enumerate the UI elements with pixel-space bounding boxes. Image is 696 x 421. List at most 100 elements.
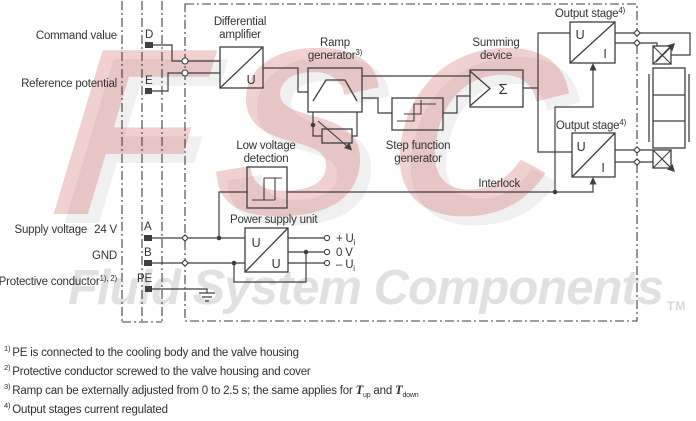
label-plus-ui-sub: i	[354, 238, 356, 247]
wire-summing-to-output-stages	[523, 32, 572, 153]
label-output-stage-2-text: Output stage	[556, 120, 619, 132]
symbol-diffamp-u: U	[247, 73, 256, 87]
interlock-arrow-os1	[589, 63, 597, 71]
watermark-text: Fluid System Components	[68, 261, 664, 315]
connector-circle-d	[181, 57, 189, 65]
output-circle-plus-ui	[323, 234, 331, 242]
earth-ground-icon	[199, 292, 215, 302]
label-step-function-2: generator	[394, 153, 442, 165]
trademark-symbol: TM	[667, 299, 687, 313]
label-output-stage-1: Output stage4)	[555, 6, 626, 20]
wire-reference-potential	[151, 72, 220, 92]
solenoid-bottom-box	[652, 149, 672, 169]
label-output-stage-1-sup: 4)	[618, 6, 625, 15]
output-stage-1-box	[569, 21, 616, 64]
diagram-labels: Command value Reference potential Supply…	[0, 6, 627, 288]
output-stage-1-diagonal	[569, 21, 616, 64]
junction-0v-loop	[303, 249, 309, 255]
symbol-psu-u-bottom: U	[272, 257, 281, 271]
terminal-pads	[144, 42, 153, 292]
terminal-pad-d	[145, 42, 153, 48]
footnote-4-mark: 4)	[4, 401, 11, 410]
footnote-3-sub-down: down	[402, 392, 419, 400]
wire-supply-to-lvd	[218, 191, 247, 238]
solenoid-bottom-arrow-line	[655, 152, 672, 169]
footnote-3-text-mid: and	[370, 384, 396, 397]
potentiometer-arrow-line	[317, 120, 349, 148]
step-function-symbol	[397, 100, 436, 122]
terminal-label-d: D	[145, 29, 153, 41]
label-ramp-generator-1: Ramp	[320, 37, 350, 49]
label-ramp-generator-text: generator	[308, 50, 356, 62]
label-output-stage-1-text: Output stage	[555, 8, 618, 20]
label-gnd: GND	[92, 250, 117, 262]
footnote-4-text: Output stages current regulated	[12, 403, 168, 416]
label-protective-conductor-sup: 1), 2)	[100, 274, 118, 283]
label-plus-ui: + Ui	[336, 233, 356, 247]
valve-side-rails	[648, 74, 690, 142]
footnote-2: 2)Protective conductor screwed to the va…	[4, 363, 311, 378]
connector-diamond-os1-a	[633, 29, 641, 37]
footnote-2-mark: 2)	[4, 363, 11, 372]
wire-output-stage2-to-solenoid	[615, 149, 653, 163]
terminal-pad-pe	[145, 286, 152, 292]
wire-pe	[151, 288, 208, 293]
solenoid-top-arrowhead	[667, 43, 675, 51]
valve-section-dividers	[653, 94, 685, 122]
power-supply-diagonal	[244, 227, 289, 273]
label-differential-amplifier-2: amplifier	[219, 29, 261, 41]
interlock-arrow-os2	[589, 177, 597, 185]
wire-output-stage1-to-solenoid	[615, 32, 691, 56]
solenoid-bottom-arrowhead	[667, 164, 675, 172]
label-output-stage-2: Output stage4)	[556, 118, 627, 132]
low-voltage-detection-box	[246, 166, 288, 209]
footnote-1: 1)PE is connected to the cooling body an…	[4, 344, 299, 359]
symbol-os2-i: I	[601, 161, 604, 175]
potentiometer-arrowhead	[344, 142, 352, 151]
junction-potentiometer	[310, 122, 316, 128]
wire-step-to-summing	[443, 95, 470, 114]
boundary-lines	[121, 1, 638, 323]
terminal-label-pe: PE	[137, 273, 152, 285]
label-summing-device-1: Summing	[472, 37, 519, 49]
junction-gnd-loop	[231, 260, 237, 266]
wire-interlock	[287, 181, 594, 193]
label-ramp-generator-2: generator3)	[308, 48, 363, 62]
terminal-pad-a	[144, 235, 152, 241]
label-differential-amplifier-1: Differential	[214, 16, 266, 28]
label-ramp-generator-sup: 3)	[355, 48, 362, 57]
junction-supply-lvd	[216, 235, 222, 241]
amplifier-card-border	[184, 3, 638, 322]
label-minus-ui: – Ui	[336, 259, 355, 273]
ground-symbol	[199, 292, 215, 302]
label-minus-ui-text: – U	[336, 259, 353, 271]
footnote-1-text: PE is connected to the cooling body and …	[12, 346, 299, 359]
ramp-generator-box	[307, 67, 363, 113]
summing-triangle	[470, 71, 491, 106]
label-step-function-1: Step function	[386, 140, 451, 152]
footnote-3-mark: 3)	[4, 382, 11, 391]
boundary-connectors	[181, 29, 641, 267]
wire-interlock-branch	[554, 67, 594, 192]
output-stage-2-diagonal	[571, 132, 616, 178]
symbol-sigma: Σ	[498, 81, 507, 98]
valve-body	[652, 67, 686, 149]
terminal-label-a: A	[144, 221, 152, 233]
label-command-value: Command value	[36, 30, 117, 42]
footnote-3: 3)Ramp can be externally adjusted from 0…	[4, 382, 419, 400]
terminal-label-e: E	[145, 75, 153, 87]
symbol-os1-i: I	[603, 47, 606, 61]
arrowheads	[344, 43, 675, 185]
solenoid-top-cross	[652, 45, 672, 65]
connector-diamond-a	[181, 234, 189, 242]
footnote-3-sub-up: up	[363, 392, 371, 400]
differential-amplifier-box	[219, 46, 264, 89]
label-minus-ui-sub: i	[353, 264, 355, 273]
hysteresis-symbol	[252, 177, 282, 201]
terminal-label-b: B	[144, 247, 152, 259]
label-protective-conductor-text: Protective conductor	[0, 276, 100, 288]
output-stage-2-box	[571, 132, 616, 178]
footnote-3-t-down: T	[395, 382, 403, 397]
